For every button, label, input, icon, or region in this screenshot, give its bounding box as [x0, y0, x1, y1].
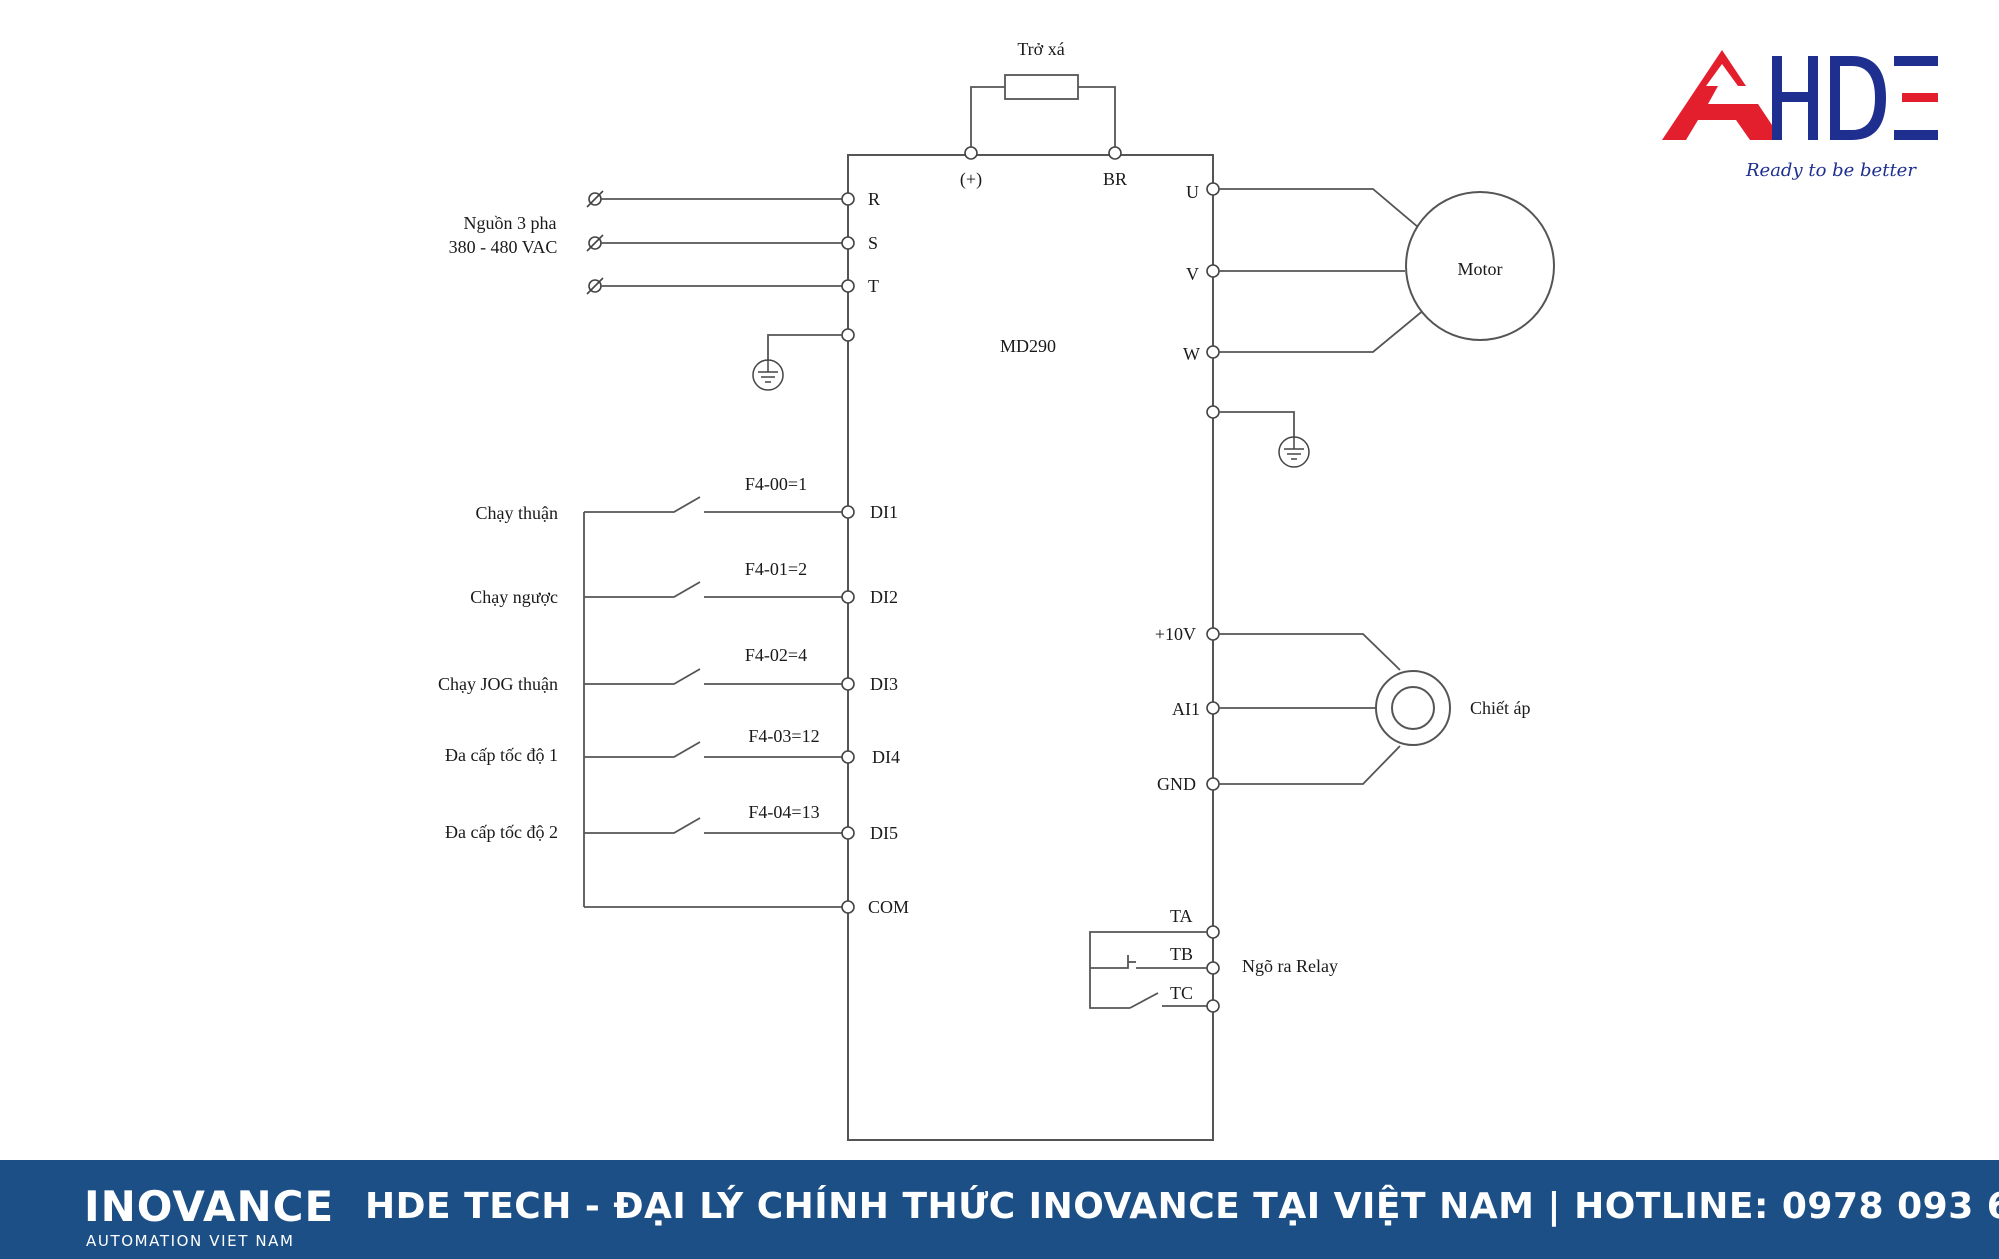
motor-output: U V W Motor [1183, 182, 1555, 468]
terminal-plus [964, 146, 978, 160]
terminal-gnd [1206, 777, 1220, 791]
potentiometer-label: Chiết áp [1470, 698, 1531, 718]
di3-terminal-label: DI3 [870, 674, 898, 694]
terminal-di4 [841, 750, 855, 764]
terminal-tb [1206, 961, 1220, 975]
terminal-tc-label: TC [1170, 983, 1193, 1003]
logo-tagline: Ready to be better [1745, 160, 1917, 181]
digital-input-2: Chạy ngược F4-01=2 DI2 [470, 559, 898, 607]
di3-label: Chạy JOG thuận [438, 674, 558, 694]
footer-bar: INOVANCE AUTOMATION VIET NAM HDE TECH - … [0, 1160, 1999, 1259]
terminal-gnd-label: GND [1157, 774, 1196, 794]
model-label: MD290 [1000, 336, 1056, 356]
terminal-t-label: T [868, 276, 879, 296]
phase-s: S [586, 233, 878, 253]
footer-tagline: HDE TECH - ĐẠI LÝ CHÍNH THỨC INOVANCE TẠ… [365, 1186, 1999, 1227]
terminal-v [1206, 264, 1220, 278]
terminal-u-label: U [1186, 182, 1199, 202]
inovance-brand: INOVANCE [84, 1182, 335, 1231]
relay-label: Ngõ ra Relay [1242, 956, 1338, 976]
power-label-line2: 380 - 480 VAC [449, 237, 558, 257]
ground-icon [1278, 436, 1310, 468]
terminal-pe-output [1206, 405, 1220, 419]
terminal-tc [1206, 999, 1220, 1013]
terminal-tb-label: TB [1170, 944, 1193, 964]
terminal-s-label: S [868, 233, 878, 253]
relay-output: TA TB TC Ngõ ra Relay [1089, 906, 1338, 1013]
di2-label: Chạy ngược [470, 587, 558, 607]
brake-resistor-label: Trở xá [1017, 39, 1064, 59]
di4-terminal-label: DI4 [872, 747, 900, 767]
ground-icon [752, 359, 784, 391]
brake-resistor: Trở xá (+) BR [960, 39, 1127, 190]
terminal-di5 [841, 826, 855, 840]
di1-label: Chạy thuận [476, 503, 559, 523]
potentiometer-knob [1391, 686, 1435, 730]
di5-param: F4-04=13 [748, 802, 819, 822]
terminal-br-label: BR [1103, 169, 1127, 189]
terminal-ai1-label: AI1 [1172, 699, 1200, 719]
terminal-ai1 [1206, 701, 1220, 715]
terminal-t [841, 279, 855, 293]
terminal-v-label: V [1186, 264, 1199, 284]
com-line: COM [584, 897, 909, 917]
terminal-r-label: R [868, 189, 880, 209]
di5-terminal-label: DI5 [870, 823, 898, 843]
logo-h-right [1808, 56, 1818, 140]
logo-d [1830, 56, 1886, 140]
terminal-10v-label: +10V [1155, 624, 1196, 644]
terminal-ta [1206, 925, 1220, 939]
digital-input-5: Đa cấp tốc độ 2 F4-04=13 DI5 [445, 802, 898, 843]
terminal-br [1108, 146, 1122, 160]
terminal-com [841, 900, 855, 914]
terminal-ta-label: TA [1170, 906, 1193, 926]
com-terminal-label: COM [868, 897, 909, 917]
logo-h-mid [1772, 92, 1818, 102]
terminal-plus-label: (+) [960, 169, 982, 190]
phase-r: R [586, 189, 880, 209]
logo-a-shape [1662, 50, 1782, 140]
di1-terminal-label: DI1 [870, 502, 898, 522]
phase-t: T [586, 276, 879, 296]
di2-terminal-label: DI2 [870, 587, 898, 607]
logo-e-mid [1902, 93, 1938, 102]
terminal-u [1206, 182, 1220, 196]
logo-e-bottom [1894, 130, 1938, 140]
di3-param: F4-02=4 [745, 645, 807, 665]
resistor-symbol [1004, 74, 1079, 100]
wiring-diagram: MD290 Trở xá (+) BR Nguồn 3 pha 380 - 48… [438, 39, 1555, 1141]
di4-label: Đa cấp tốc độ 1 [445, 745, 558, 765]
inovance-brand-sub: AUTOMATION VIET NAM [86, 1232, 295, 1250]
terminal-pe-input [841, 328, 855, 342]
di2-param: F4-01=2 [745, 559, 807, 579]
terminal-w [1206, 345, 1220, 359]
analog-inputs: +10V AI1 GND Chiết áp [1155, 624, 1531, 794]
digital-inputs: Chạy thuận F4-00=1 DI1 Chạy ngược F4-01=… [438, 474, 909, 917]
motor-symbol [1405, 191, 1555, 341]
drive-body [847, 154, 1214, 1141]
terminal-di1 [841, 505, 855, 519]
terminal-r [841, 192, 855, 206]
digital-input-1: Chạy thuận F4-00=1 DI1 [476, 474, 899, 523]
digital-input-4: Đa cấp tốc độ 1 F4-03=12 DI4 [445, 726, 900, 767]
logo-e-top [1894, 56, 1938, 66]
terminal-di3 [841, 677, 855, 691]
di1-param: F4-00=1 [745, 474, 807, 494]
terminal-s [841, 236, 855, 250]
power-label-line1: Nguồn 3 pha [464, 213, 557, 233]
di5-label: Đa cấp tốc độ 2 [445, 822, 558, 842]
power-input: Nguồn 3 pha 380 - 480 VAC R S T [449, 189, 880, 391]
motor-label: Motor [1458, 259, 1503, 279]
terminal-10v [1206, 627, 1220, 641]
terminal-di2 [841, 590, 855, 604]
di4-param: F4-03=12 [748, 726, 819, 746]
digital-input-3: Chạy JOG thuận F4-02=4 DI3 [438, 645, 898, 694]
ahde-logo: Ready to be better [1662, 46, 1942, 191]
terminal-w-label: W [1183, 344, 1200, 364]
